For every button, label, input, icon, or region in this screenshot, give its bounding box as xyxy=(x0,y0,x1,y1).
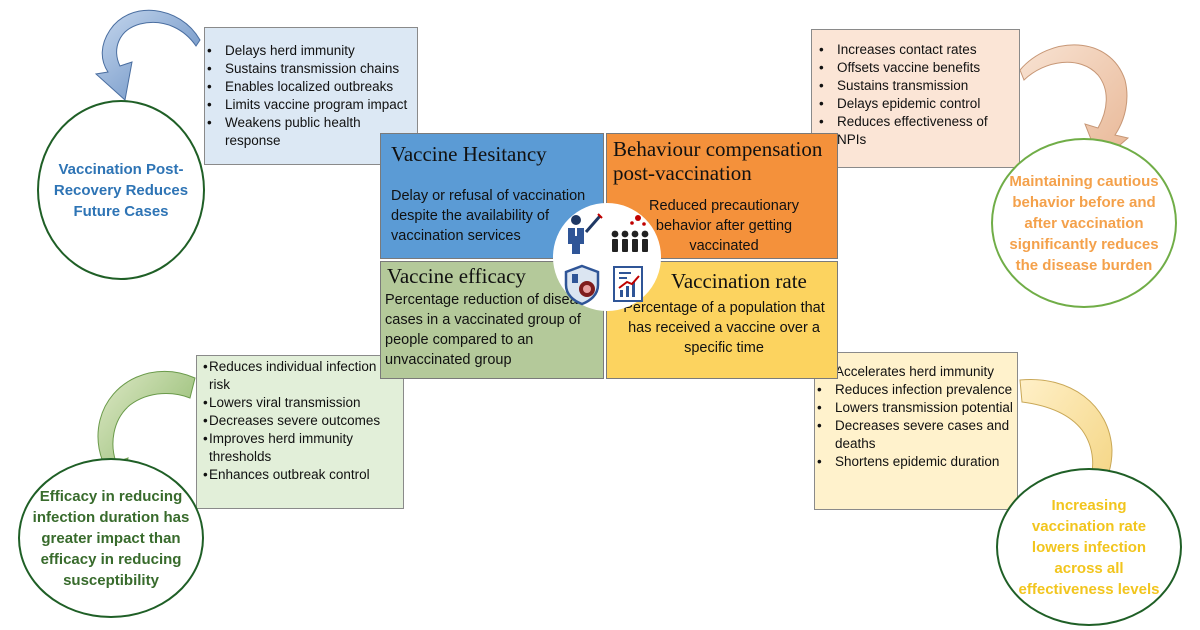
conclusion-text: Increasing vaccination rate lowers infec… xyxy=(1018,496,1160,598)
quadrant-title: Vaccination rate xyxy=(671,269,807,293)
list-item: Sustains transmission xyxy=(817,77,1013,95)
list-item: Decreases severe outcomes xyxy=(203,412,399,430)
list-item: Reduces individual infection risk xyxy=(203,358,399,394)
doctor-vaccinating-icon xyxy=(568,213,603,254)
rising-chart-report-icon xyxy=(613,266,643,302)
top-left-bullet-box: Delays herd immunity Sustains transmissi… xyxy=(204,27,418,165)
quadrant-title: Vaccine Hesitancy xyxy=(391,142,547,166)
list-item: Offsets vaccine benefits xyxy=(817,59,1013,77)
top-right-bullet-box: Increases contact rates Offsets vaccine … xyxy=(811,29,1020,168)
list-item: Lowers viral transmission xyxy=(203,394,399,412)
conclusion-bottom-left: Efficacy in reducing infection duration … xyxy=(18,458,204,618)
list-item: Reduces effectiveness of NPIs xyxy=(817,113,1013,149)
curved-arrow-icon xyxy=(94,9,201,101)
list-item: Decreases severe cases and deaths xyxy=(815,417,1013,453)
quadrant-description: Delay or refusal of vaccination despite … xyxy=(391,188,586,244)
list-item: Lowers transmission potential xyxy=(815,399,1013,417)
bottom-left-bullet-box: Reduces individual infection risk Lowers… xyxy=(196,355,404,509)
conclusion-top-left: Vaccination Post-Recovery Reduces Future… xyxy=(37,100,205,280)
list-item: Delays epidemic control xyxy=(817,95,1013,113)
quadrant-title: Vaccine efficacy xyxy=(387,264,526,288)
quadrant-description: Percentage of a population that has rece… xyxy=(623,300,825,356)
conclusion-text: Vaccination Post-Recovery Reduces Future… xyxy=(53,160,189,220)
quadrant-behaviour-compensation: Behaviour compensation post-vaccination … xyxy=(606,133,838,259)
conclusion-text: Maintaining cautious behavior before and… xyxy=(1009,172,1159,274)
vaccine-shield-icon xyxy=(564,264,600,306)
bottom-right-bullet-box: Accelerates herd immunity Reduces infect… xyxy=(814,352,1018,510)
curved-arrow-icon xyxy=(1019,44,1130,163)
list-item: Weakens public health response xyxy=(205,114,411,150)
group-of-people-icon xyxy=(611,215,649,252)
list-item: Limits vaccine program impact xyxy=(205,96,411,114)
list-item: Improves herd immunity thresholds xyxy=(203,430,399,466)
list-item: Accelerates herd immunity xyxy=(815,363,1013,381)
list-item: Enhances outbreak control xyxy=(203,466,399,484)
list-item: Shortens epidemic duration xyxy=(815,453,1013,471)
list-item: Sustains transmission chains xyxy=(205,60,411,78)
list-item: Delays herd immunity xyxy=(205,42,411,60)
conclusion-text: Efficacy in reducing infection duration … xyxy=(32,487,190,589)
quadrant-title: Behaviour compensation post-vaccination xyxy=(613,137,823,185)
list-item: Enables localized outbreaks xyxy=(205,78,411,96)
list-item: Increases contact rates xyxy=(817,41,1013,59)
quadrant-description: Percentage reduction of disease cases in… xyxy=(385,292,593,368)
list-item: Reduces infection prevalence xyxy=(815,381,1013,399)
quadrant-description: Reduced precautionary behavior after get… xyxy=(649,198,799,254)
conclusion-bottom-right: Increasing vaccination rate lowers infec… xyxy=(996,468,1182,626)
conclusion-top-right: Maintaining cautious behavior before and… xyxy=(991,138,1177,308)
